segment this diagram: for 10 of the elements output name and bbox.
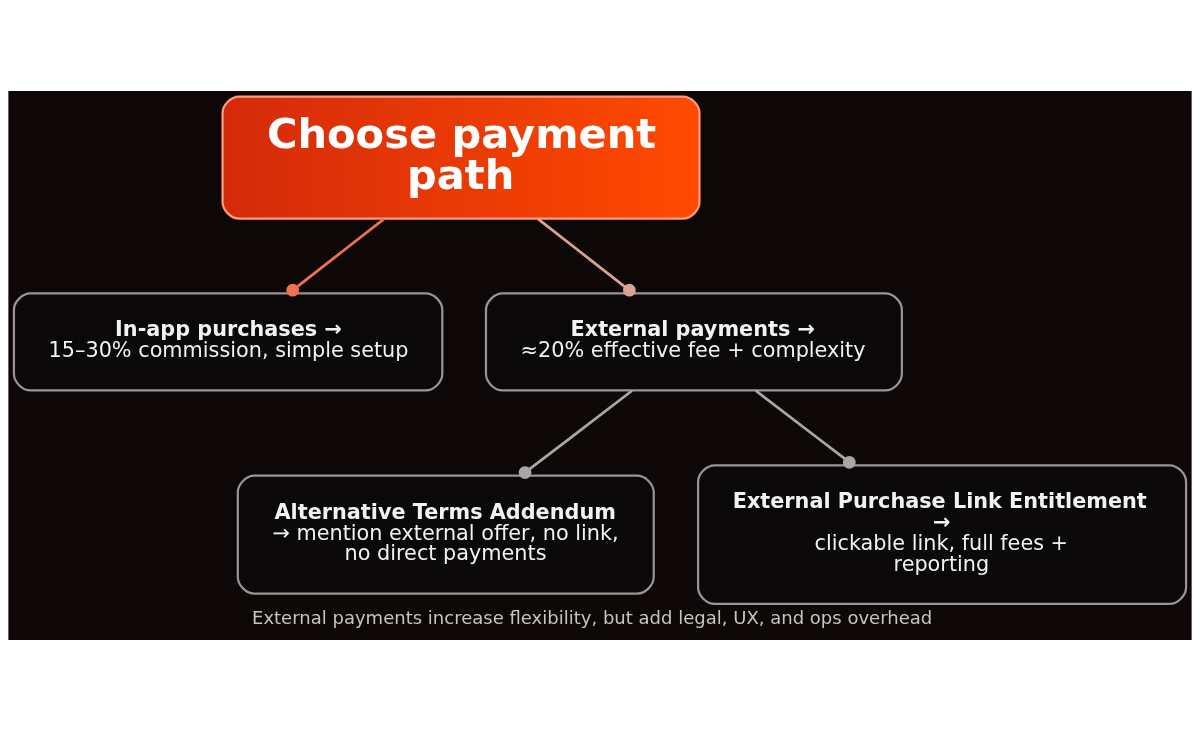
node-box: In-app purchases → 15–30% commission, simple setup xyxy=(12,291,444,392)
connector xyxy=(537,217,636,297)
node-box: External payments → ≈20% effective fee + complexity xyxy=(484,291,903,392)
caption: External payments increase flexibility, but add legal, UX, and ops overhead xyxy=(252,606,933,628)
node-box: External Purchase Link Entitlement → clickable link, full fees + reporting xyxy=(697,463,1188,605)
node-box: Choose payment path xyxy=(221,94,701,220)
connector xyxy=(286,217,385,297)
connector xyxy=(755,389,856,469)
connector xyxy=(518,389,633,479)
node-box: Alternative Terms Addendum → mention external offer, no link, no direct payments xyxy=(236,474,655,595)
